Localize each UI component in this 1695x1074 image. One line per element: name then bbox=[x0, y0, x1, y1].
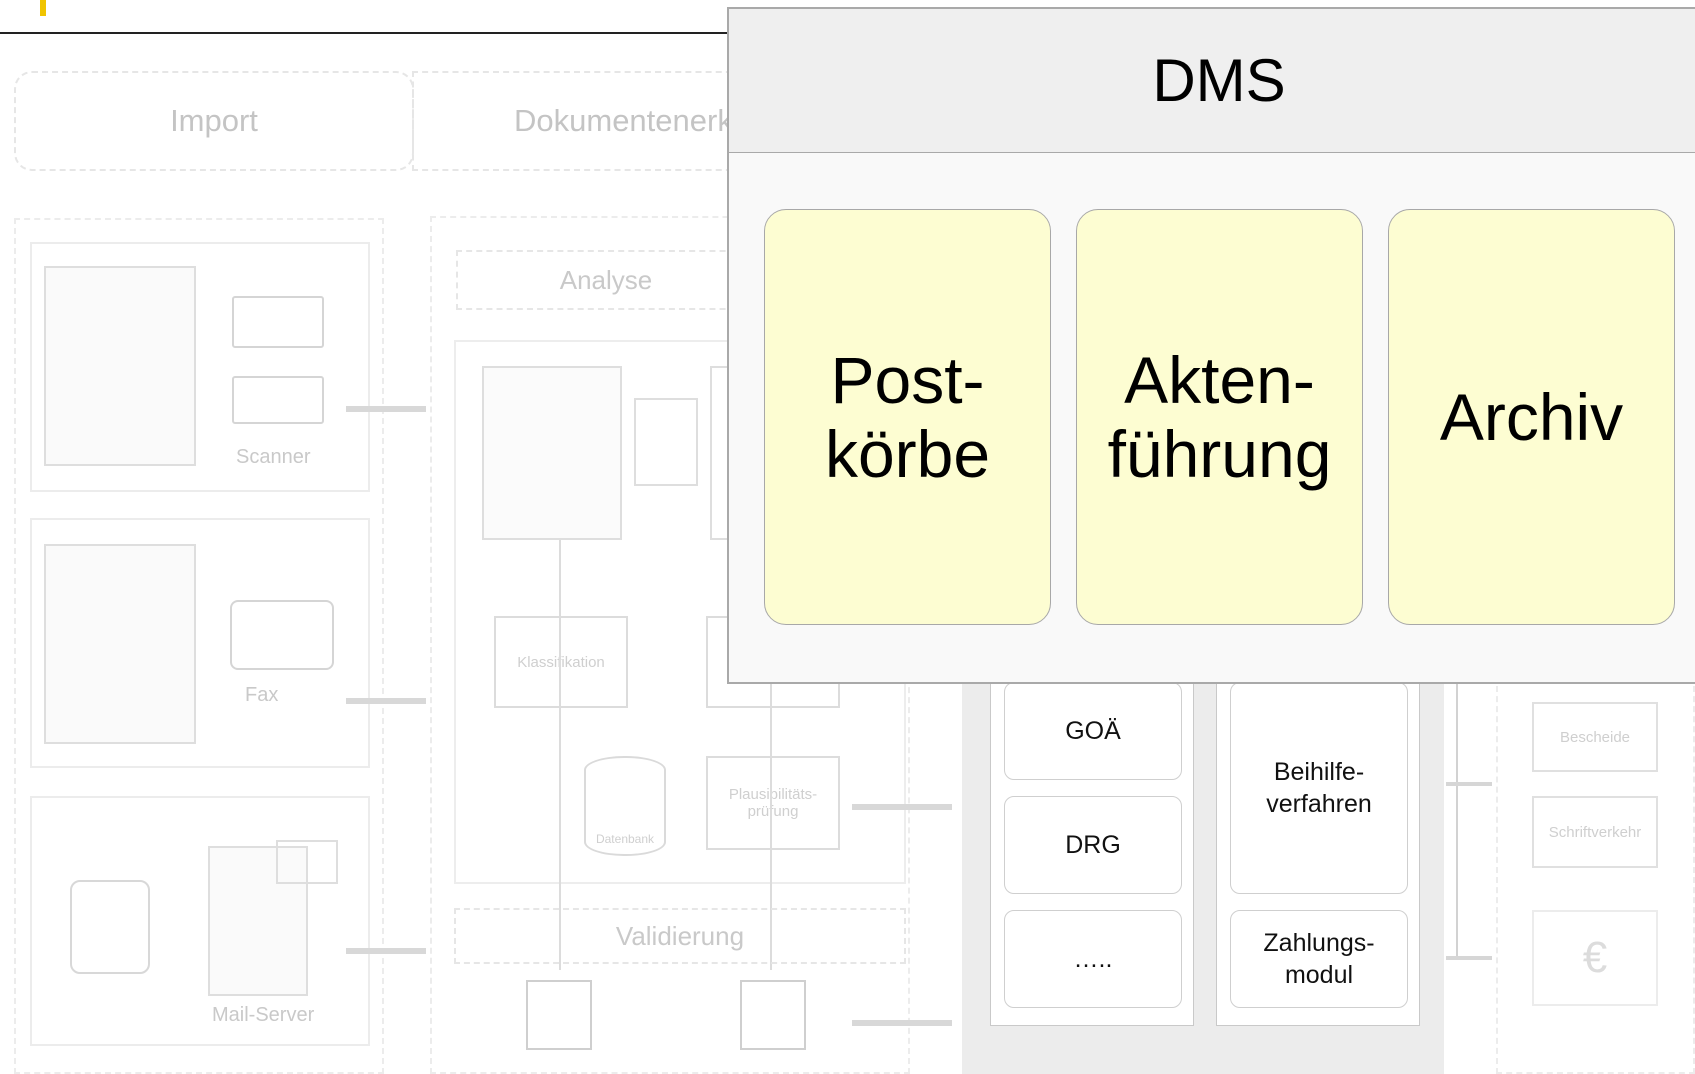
stage-import: Import bbox=[14, 71, 414, 171]
scanner-doc-stack bbox=[44, 266, 196, 466]
schriftverkehr-doc: Schriftverkehr bbox=[1532, 796, 1658, 868]
module-goa: GOÄ bbox=[1004, 682, 1182, 780]
bescheide-label: Bescheide bbox=[1559, 728, 1631, 746]
datenbank-icon: Datenbank bbox=[584, 756, 666, 856]
module-drg: DRG bbox=[1004, 796, 1182, 894]
analyse-label: Analyse bbox=[559, 264, 653, 295]
connector-v2 bbox=[770, 540, 772, 970]
schriftverkehr-label: Schriftverkehr bbox=[1548, 823, 1642, 841]
card-archiv-label: Archiv bbox=[1439, 380, 1624, 454]
bescheide-doc: Bescheide bbox=[1532, 702, 1658, 772]
fax-doc-stack bbox=[44, 544, 196, 744]
module-zahlung: Zahlungs- modul bbox=[1230, 910, 1408, 1008]
fax-machine-icon bbox=[230, 600, 334, 670]
validierung-label: Validierung bbox=[615, 920, 745, 951]
euro-icon: € bbox=[1532, 910, 1658, 1006]
stage-dokumentenerkennung: Dokumentenerk bbox=[412, 71, 742, 171]
arrow-mail bbox=[346, 948, 426, 954]
mail-group bbox=[30, 796, 370, 1046]
card-postkoerbe[interactable]: Post- körbe bbox=[764, 209, 1051, 625]
analysis-doc bbox=[482, 366, 622, 540]
euro-symbol: € bbox=[1582, 933, 1608, 982]
connector-v1 bbox=[559, 540, 561, 970]
scanner-icon-2 bbox=[232, 376, 324, 424]
workstation-icon-2 bbox=[740, 980, 806, 1050]
module-beihilfe: Beihilfe- verfahren bbox=[1230, 682, 1408, 894]
plausibilitaet-box: Plausibilitäts- prüfung bbox=[706, 756, 840, 850]
envelope-icon bbox=[70, 880, 150, 974]
module-zahlung-label: Zahlungs- modul bbox=[1263, 929, 1375, 989]
accent-bar bbox=[40, 0, 46, 16]
card-postkoerbe-label: Post- körbe bbox=[824, 343, 991, 491]
server-icon bbox=[208, 846, 308, 996]
top-rule bbox=[0, 32, 740, 34]
module-drg-label: DRG bbox=[1065, 831, 1121, 859]
dms-title: DMS bbox=[1152, 47, 1286, 114]
dms-panel: DMS Post- körbe Akten- führung Archiv bbox=[727, 7, 1695, 684]
scanner-label: Scanner bbox=[236, 446, 311, 468]
module-more-label: ….. bbox=[1073, 945, 1113, 973]
module-goa-label: GOÄ bbox=[1065, 717, 1121, 745]
module-more: ….. bbox=[1004, 910, 1182, 1008]
card-aktenfuehrung[interactable]: Akten- führung bbox=[1076, 209, 1363, 625]
analyse-bar: Analyse bbox=[456, 250, 756, 310]
mail-icon bbox=[276, 840, 338, 884]
fax-group bbox=[30, 518, 370, 768]
stage-dokumentenerkennung-label: Dokumentenerk bbox=[514, 103, 733, 138]
validierung-bar: Validierung bbox=[454, 908, 906, 964]
datenbank-label: Datenbank bbox=[595, 832, 655, 846]
arrow-output-2 bbox=[1446, 956, 1492, 960]
arrow-validierung bbox=[852, 1020, 952, 1026]
output-connector bbox=[1456, 680, 1458, 960]
scanner-icon bbox=[232, 296, 324, 348]
stage-import-label: Import bbox=[170, 103, 258, 138]
mail-server-label: Mail-Server bbox=[212, 1004, 315, 1026]
dms-header: DMS bbox=[729, 9, 1695, 153]
arrow-plausibilitaet bbox=[852, 804, 952, 810]
module-beihilfe-label: Beihilfe- verfahren bbox=[1266, 758, 1372, 818]
plausibilitaet-label: Plausibilitäts- prüfung bbox=[728, 786, 818, 820]
card-archiv[interactable]: Archiv bbox=[1388, 209, 1675, 625]
klassifikation-box: Klassifikation bbox=[494, 616, 628, 708]
import-column bbox=[14, 218, 384, 1074]
card-aktenfuehrung-label: Akten- führung bbox=[1107, 343, 1332, 491]
fax-label: Fax bbox=[245, 684, 279, 706]
arrow-output-1 bbox=[1446, 782, 1492, 786]
arrow-fax bbox=[346, 698, 426, 704]
workstation-icon-1 bbox=[526, 980, 592, 1050]
analysis-doc-small bbox=[634, 398, 698, 486]
scanner-group bbox=[30, 242, 370, 492]
arrow-scanner bbox=[346, 406, 426, 412]
